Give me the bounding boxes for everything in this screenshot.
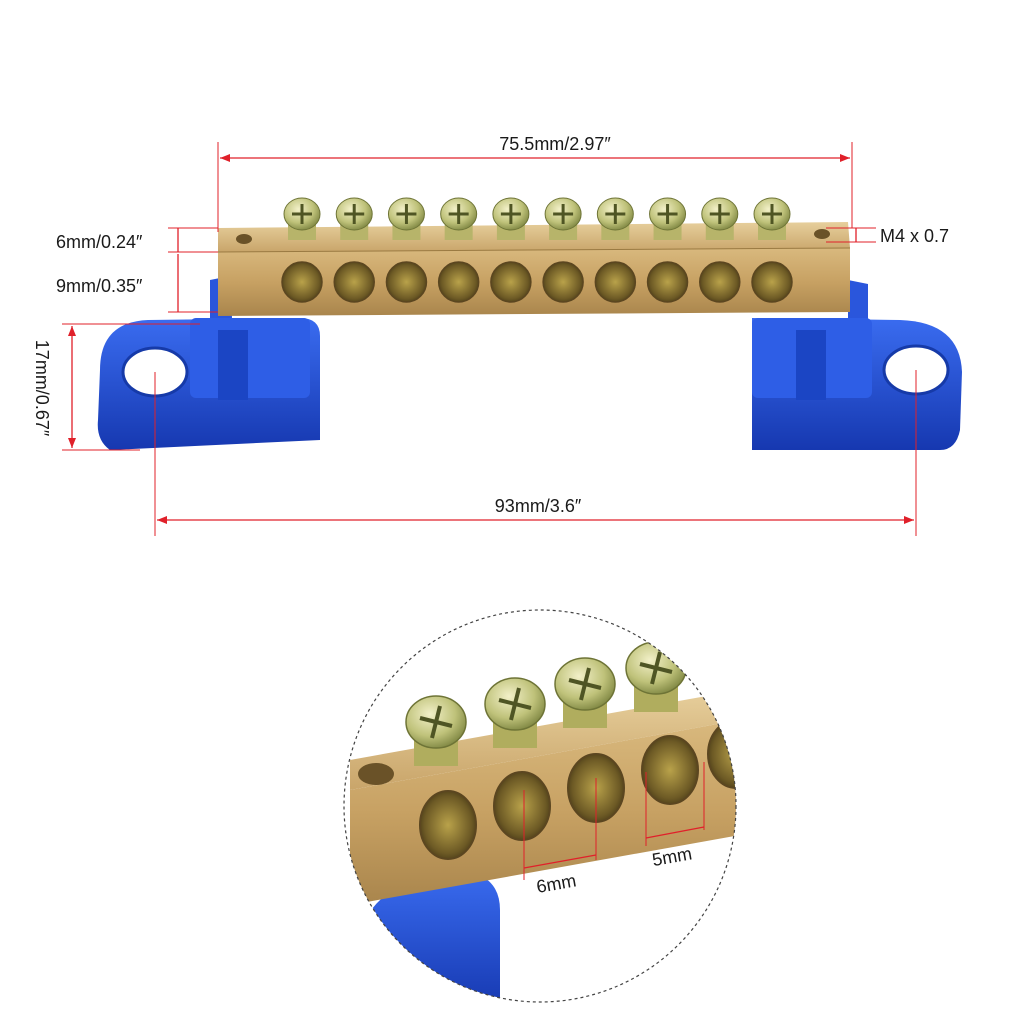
brass-bar xyxy=(217,197,851,316)
detail-screw-icon xyxy=(405,695,467,766)
thread-spec-label: M4 x 0.7 xyxy=(880,226,949,246)
terminal-hole xyxy=(594,261,637,303)
end-tapped-hole-right xyxy=(814,229,830,239)
base-height-label: 17mm/0.67″ xyxy=(32,340,52,437)
dimension-base-height: 17mm/0.67″ xyxy=(32,323,200,451)
terminal-screw-icon xyxy=(492,197,530,240)
terminal-screw-icon xyxy=(596,197,634,240)
dimension-mounting-spacing: 93mm/3.6″ xyxy=(154,370,917,536)
terminal-hole xyxy=(437,261,480,303)
terminal-hole xyxy=(385,261,428,303)
detail-terminal-hole xyxy=(641,735,699,805)
dimension-bar-hole-height: 9mm/0.35″ xyxy=(56,254,218,313)
detail-zoom-view: 6mm 5mm xyxy=(343,609,737,1003)
end-tapped-hole-left xyxy=(236,234,252,244)
left-insulator-foot xyxy=(97,276,320,450)
detail-terminal-hole xyxy=(419,790,477,860)
dimension-bar-top-height: 6mm/0.24″ xyxy=(56,227,218,253)
busbar-assembly xyxy=(97,197,962,450)
terminal-hole xyxy=(699,261,741,303)
terminal-screw-icon xyxy=(544,197,582,240)
terminal-hole xyxy=(751,261,793,303)
terminal-screw-icon xyxy=(335,197,373,240)
bar-top-height-label: 6mm/0.24″ xyxy=(56,232,143,252)
terminal-screw-icon xyxy=(701,197,739,240)
bar-hole-height-label: 9mm/0.35″ xyxy=(56,276,143,296)
terminal-hole xyxy=(646,261,689,303)
detail-screw-icon xyxy=(554,657,616,728)
terminal-screw-icon xyxy=(283,197,321,240)
detail-terminal-hole xyxy=(493,771,551,841)
detail-screw-icon xyxy=(625,641,687,712)
mounting-spacing-label: 93mm/3.6″ xyxy=(495,496,582,516)
terminal-screw-icon xyxy=(440,197,478,240)
terminal-screw-icon xyxy=(753,197,791,240)
dimension-thread-spec: M4 x 0.7 xyxy=(826,226,949,246)
terminal-hole xyxy=(542,261,584,303)
dimension-overall-length: 75.5mm/2.97″ xyxy=(217,134,853,232)
detail-end-hole xyxy=(358,763,394,785)
terminal-hole xyxy=(333,261,375,303)
terminal-screw-icon xyxy=(387,197,425,240)
detail-terminal-hole xyxy=(707,719,736,789)
right-insulator-foot xyxy=(752,280,962,450)
terminal-hole xyxy=(281,261,323,303)
terminal-screw-icon xyxy=(649,197,687,240)
overall-length-label: 75.5mm/2.97″ xyxy=(499,134,611,154)
detail-screw-icon xyxy=(484,677,546,748)
terminal-hole xyxy=(490,261,532,303)
